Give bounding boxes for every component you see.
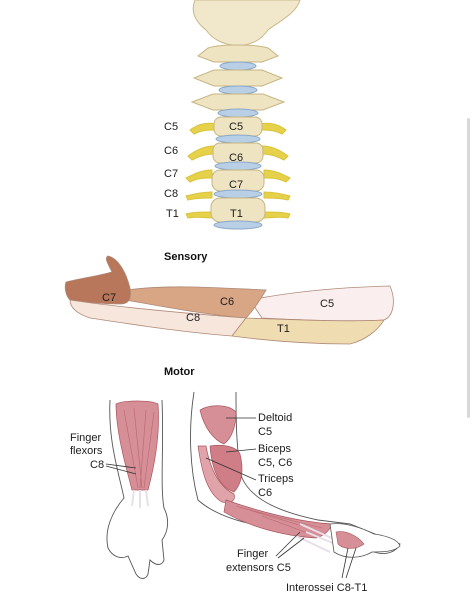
c6-dermatome bbox=[125, 286, 267, 319]
triceps-root: C6 bbox=[258, 487, 273, 499]
biceps-label: Biceps bbox=[258, 443, 292, 455]
finger-flexors-root: C8 bbox=[90, 459, 105, 471]
finger-extensors-root: extensors C5 bbox=[226, 562, 291, 574]
biceps-muscle bbox=[209, 444, 243, 493]
scrollbar[interactable] bbox=[467, 118, 470, 418]
interossei-muscle bbox=[335, 531, 365, 549]
motor-full-arm bbox=[190, 391, 401, 558]
motor-heading: Motor bbox=[164, 366, 195, 378]
sensory-heading: Sensory bbox=[164, 251, 208, 263]
skull-base bbox=[192, 0, 301, 47]
dermatome-label-c8: C8 bbox=[186, 312, 201, 324]
deltoid-label: Deltoid bbox=[258, 412, 293, 424]
spine-label-c8: C8 bbox=[164, 188, 179, 200]
sensory-arm bbox=[64, 255, 394, 345]
spine-label-c6: C6 bbox=[164, 145, 179, 157]
dermatome-label-c5: C5 bbox=[320, 298, 335, 310]
forearm-extensor-muscles bbox=[223, 499, 333, 539]
motor-forearm bbox=[106, 399, 169, 579]
vertebra-label-c7: C7 bbox=[229, 179, 244, 191]
nerve-roots bbox=[185, 122, 291, 219]
spine-label-t1: T1 bbox=[166, 208, 179, 220]
finger-flexors-label: Finger bbox=[70, 432, 102, 444]
spine-label-c7: C7 bbox=[164, 168, 179, 180]
finger-flexors-label-2: flexors bbox=[70, 445, 103, 457]
dermatome-label-t1: T1 bbox=[277, 323, 290, 335]
deltoid-root: C5 bbox=[258, 426, 273, 438]
upper-vertebrae bbox=[190, 44, 286, 118]
c8-dermatome bbox=[69, 299, 247, 337]
leader-lines bbox=[105, 417, 357, 579]
finger-extensors-label: Finger bbox=[237, 548, 269, 560]
dermatome-label-c6: C6 bbox=[220, 296, 235, 308]
t1-dermatome bbox=[231, 317, 385, 345]
vertebra-label-c5: C5 bbox=[229, 121, 244, 133]
triceps-muscle bbox=[197, 445, 235, 503]
interossei-label: Interossei C8-T1 bbox=[286, 582, 368, 594]
spine-label-c5: C5 bbox=[164, 121, 179, 133]
cervical-spine bbox=[185, 0, 301, 230]
triceps-label: Triceps bbox=[258, 473, 294, 485]
dermatome-label-c7: C7 bbox=[102, 292, 117, 304]
c7-dermatome bbox=[64, 255, 131, 305]
deltoid-muscle bbox=[199, 405, 237, 445]
vertebra-label-t1: T1 bbox=[230, 208, 243, 220]
vertebra-label-c6: C6 bbox=[229, 152, 244, 164]
vertebral-bodies bbox=[210, 116, 266, 230]
biceps-root: C5, C6 bbox=[258, 457, 293, 469]
